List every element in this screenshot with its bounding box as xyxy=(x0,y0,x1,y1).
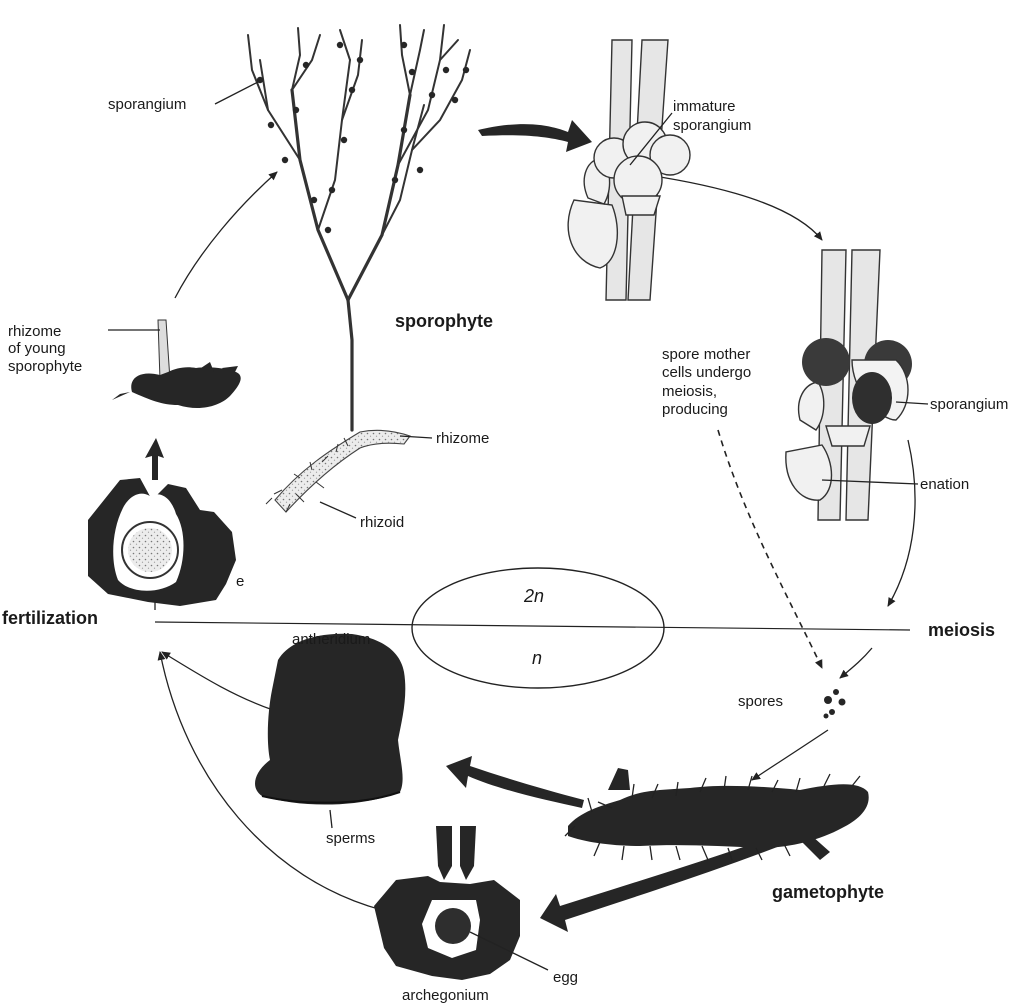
label-spore-mother-line1: spore mother xyxy=(662,346,750,363)
label-fertilization: fertilization xyxy=(2,608,98,628)
mature-sporangium-illustration xyxy=(786,250,912,520)
zygote-illustration xyxy=(88,478,236,606)
arrow-zygote-to-young-sporophyte xyxy=(145,438,164,480)
label-spore-mother-line3: meiosis, xyxy=(662,383,717,400)
spores-illustration xyxy=(824,689,846,719)
label-immature-line1: immature xyxy=(673,98,736,115)
ploidy-boundary-line xyxy=(155,622,910,630)
label-gametophyte: gametophyte xyxy=(772,882,884,902)
label-haploid: n xyxy=(532,648,542,668)
label-egg: egg xyxy=(553,969,578,986)
label-archegonium: archegonium xyxy=(402,987,489,1003)
label-zygote-partial: e xyxy=(236,573,244,590)
gametophyte-illustration xyxy=(565,768,869,860)
arrow-meiosis-to-spores xyxy=(840,648,872,678)
label-sperms: sperms xyxy=(326,830,375,847)
antheridium-illustration xyxy=(255,634,405,805)
arrow-antheridium-to-fertilization xyxy=(162,652,273,710)
label-spore-mother-line4: producing xyxy=(662,401,728,418)
young-sporophyte-illustration xyxy=(112,320,241,408)
label-meiosis: meiosis xyxy=(928,620,995,640)
label-rhizome-young-line1: rhizome xyxy=(8,323,61,340)
label-rhizoid: rhizoid xyxy=(360,514,404,531)
label-spores: spores xyxy=(738,693,783,710)
immature-sporangium-illustration xyxy=(568,40,690,300)
label-sporangium-right: sporangium xyxy=(930,396,1008,413)
label-diploid: 2n xyxy=(523,586,544,606)
label-enation: enation xyxy=(920,476,969,493)
rhizome-shape xyxy=(275,430,410,512)
label-sporangium-top: sporangium xyxy=(108,96,186,113)
arrow-spores-to-gametophyte xyxy=(752,730,828,780)
arrow-young-to-sporophyte xyxy=(175,172,277,298)
label-immature-line2: sporangium xyxy=(673,117,751,134)
label-sporophyte: sporophyte xyxy=(395,311,493,331)
label-spore-mother-line2: cells undergo xyxy=(662,364,751,381)
label-rhizome-young-line2: of young xyxy=(8,340,66,357)
label-rhizome: rhizome xyxy=(436,430,489,447)
arrow-to-immature-sporangium xyxy=(478,120,592,152)
archegonium-illustration xyxy=(374,826,520,980)
arrow-gametophyte-to-antheridium xyxy=(446,756,584,808)
arrow-to-meiosis xyxy=(888,440,915,606)
label-antheridium: antheridium xyxy=(292,631,370,648)
label-rhizome-young-line3: sporophyte xyxy=(8,358,82,375)
